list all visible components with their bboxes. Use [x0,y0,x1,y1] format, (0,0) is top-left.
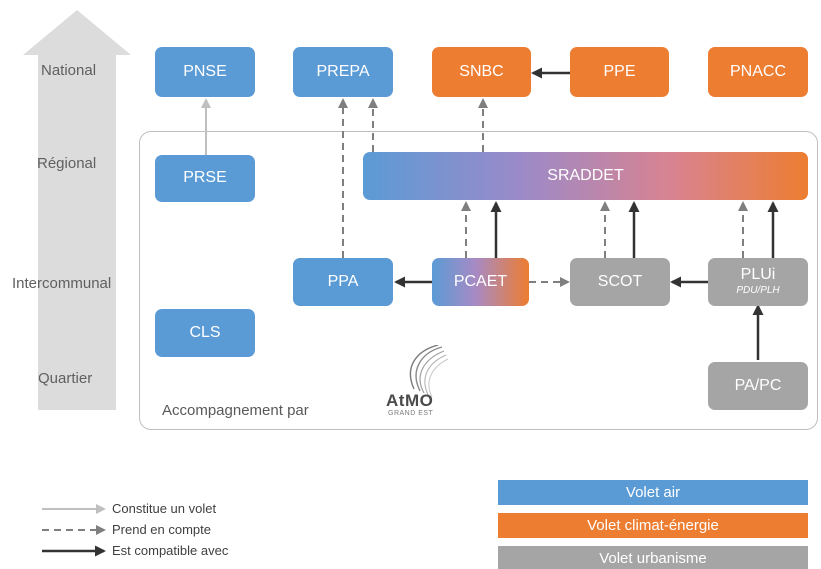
node-prepa: PREPA [293,47,393,97]
level-quartier: Quartier [38,370,93,387]
legend-volet-climat: Volet climat-énergie [498,513,808,538]
level-intercommunal: Intercommunal [12,275,112,292]
node-papc: PA/PC [708,362,808,410]
node-ppa: PPA [293,258,393,306]
node-cls: CLS [155,309,255,357]
node-scot: SCOT [570,258,670,306]
legend-label-constitue: Constitue un volet [112,501,217,516]
accompagnement-label: Accompagnement par [162,402,309,419]
node-ppe: PPE [570,47,669,97]
legend-volet-urbanisme: Volet urbanisme [498,546,808,569]
node-plui: PLUi PDU/PLH [708,258,808,306]
atmo-logo-icon [409,345,449,398]
regional-frame [139,131,818,430]
legend-label-prend: Prend en compte [112,522,212,537]
node-snbc: SNBC [432,47,531,97]
legend-volet-air: Volet air [498,480,808,505]
logo-subtitle: GRAND EST [388,410,434,417]
node-pnacc: PNACC [708,47,808,97]
logo-name: AtMO [386,391,434,410]
level-regional: Régional [37,155,97,172]
node-prse: PRSE [155,155,255,202]
node-sraddet: SRADDET [363,152,808,200]
node-plui-sub: PDU/PLH [736,285,780,297]
node-pnse: PNSE [155,47,255,97]
node-pcaet: PCAET [432,258,529,306]
legend-label-compatible: Est compatible avec [112,543,229,558]
level-national: National [41,62,97,79]
